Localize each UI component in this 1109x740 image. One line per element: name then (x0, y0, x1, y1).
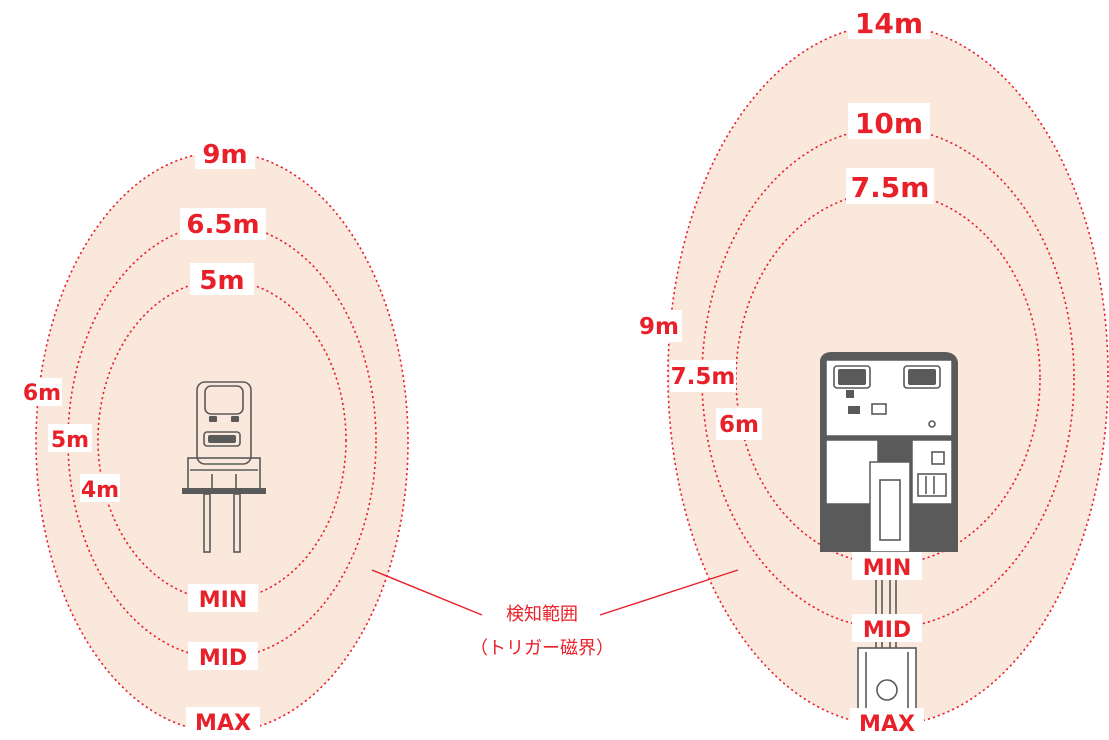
callout-leader-left (371, 569, 483, 616)
left-mode-label-mid: MID (199, 646, 247, 671)
right-front-label-max: 14m (855, 7, 923, 40)
right-side-label-max: 9m (639, 314, 679, 340)
right-mode-label-mid: MID (863, 618, 911, 643)
left-mode-label-max: MAX (195, 711, 251, 736)
left-side-label-min: 4m (81, 478, 119, 503)
excavator-icon (820, 352, 958, 719)
left-detection-zone: 9m 6.5m 5m 6m 5m 4m MIN MID MAX (22, 137, 409, 736)
right-front-label-min: 7.5m (851, 171, 930, 204)
left-side-label-mid: 5m (51, 428, 89, 453)
right-side-label-min: 6m (719, 412, 759, 438)
right-detection-zone: 14m 10m 7.5m 9m 7.5m 6m MIN MID MAX (636, 3, 1109, 737)
callout-leader-right (599, 569, 739, 616)
callout-title: 検知範囲 (506, 604, 578, 625)
left-front-label-min: 5m (199, 266, 244, 296)
right-mode-label-max: MAX (859, 712, 915, 737)
left-side-label-max: 6m (23, 381, 61, 406)
detection-range-callout: 検知範囲 （トリガー磁界） (371, 569, 739, 659)
right-mode-label-min: MIN (863, 556, 912, 581)
right-front-label-mid: 10m (855, 107, 923, 140)
forklift-icon (182, 381, 266, 553)
callout-subtitle: （トリガー磁界） (470, 638, 614, 659)
left-mode-label-min: MIN (199, 588, 248, 613)
right-side-label-mid: 7.5m (671, 364, 736, 390)
left-front-label-max: 9m (202, 140, 247, 170)
left-front-label-mid: 6.5m (186, 210, 259, 240)
